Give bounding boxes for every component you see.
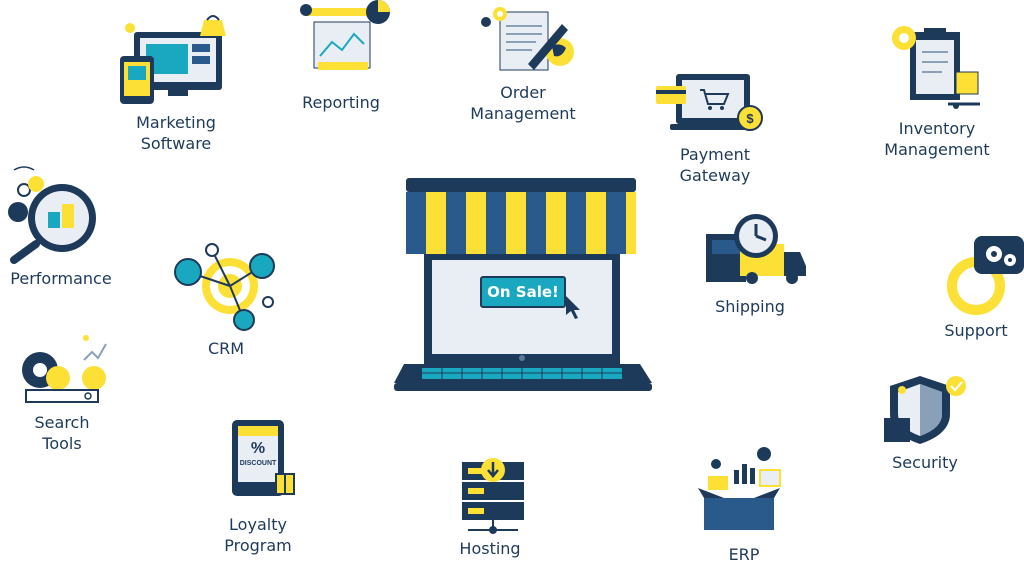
erp-box-icon bbox=[698, 447, 781, 530]
payment-cart-icon: $ bbox=[656, 74, 763, 131]
order-document-pen-icon bbox=[481, 7, 574, 71]
security-shield-icon bbox=[884, 376, 966, 444]
reporting-label: Reporting bbox=[302, 93, 380, 112]
loyalty-discount-text: DISCOUNT bbox=[239, 460, 277, 467]
crm-label: CRM bbox=[207, 339, 245, 358]
reporting-chart-icon bbox=[300, 0, 390, 70]
laptop-storefront-icon bbox=[394, 178, 652, 391]
on-sale-button[interactable]: On Sale! bbox=[480, 276, 566, 308]
crm-network-icon bbox=[174, 243, 275, 331]
shipping-label: Shipping bbox=[715, 297, 785, 316]
performance-magnifier-icon bbox=[8, 166, 96, 264]
support-gears-icon bbox=[947, 236, 1024, 315]
marketing-devices-icon bbox=[120, 15, 226, 104]
svg-text:$: $ bbox=[746, 111, 754, 126]
loyalty-discount-phone-icon bbox=[232, 420, 295, 496]
support-label: Support bbox=[944, 321, 1008, 340]
erp-label: ERP bbox=[728, 545, 760, 564]
inventory-clipboard-icon bbox=[892, 26, 980, 109]
security-label: Security bbox=[892, 453, 958, 472]
performance-label: Performance bbox=[10, 269, 112, 288]
search-tools-icon bbox=[22, 335, 107, 403]
hosting-label: Hosting bbox=[459, 539, 521, 558]
shipping-truck-clock-icon bbox=[706, 214, 806, 284]
hosting-server-icon bbox=[462, 458, 524, 534]
loyalty-percent-glyph: % bbox=[250, 440, 266, 457]
